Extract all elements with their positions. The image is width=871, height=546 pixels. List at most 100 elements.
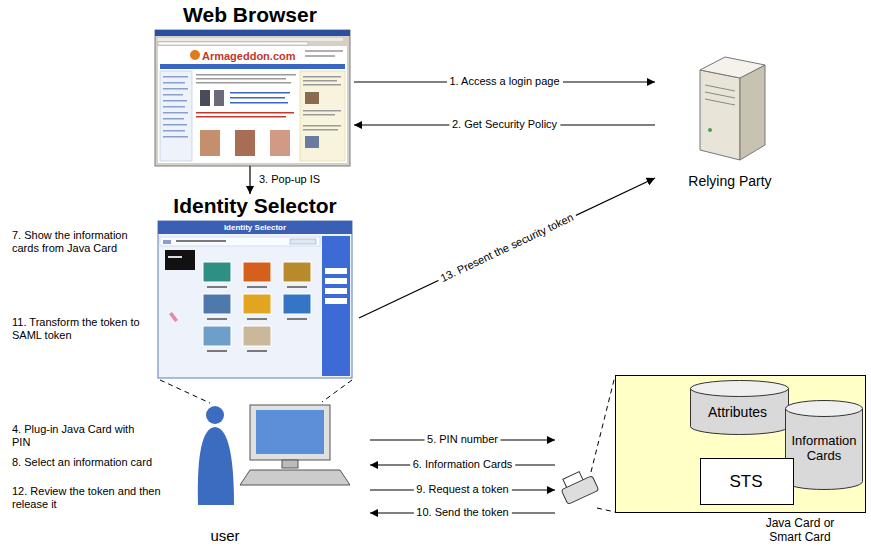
cylinder-top	[691, 381, 789, 397]
browser-screenshot	[155, 30, 350, 166]
browser-screenshot	[163, 82, 185, 84]
step-note: 4. Plug-in Java Card with PIN	[12, 423, 152, 449]
identity-selector-screenshot	[247, 318, 267, 320]
identity-selector-screenshot	[176, 240, 226, 242]
server-icon	[705, 85, 735, 91]
browser-screenshot	[303, 125, 341, 127]
step-label: 9. Request a token	[413, 483, 511, 496]
database-cylinder: Information Cards	[785, 400, 863, 490]
browser-screenshot	[200, 130, 220, 156]
zoom-dashed-line	[160, 380, 210, 403]
server-icon	[708, 128, 712, 132]
computer-icon	[256, 410, 324, 454]
identity-selector-screenshot	[325, 288, 347, 294]
step-note: 11. Transform the token to SAML token	[12, 316, 147, 342]
step-label: 10. Send the token	[413, 506, 511, 519]
browser-screenshot	[163, 118, 184, 120]
identity-selector-screenshot	[158, 221, 352, 378]
node-label: Java Card or Smart Card	[755, 517, 845, 545]
computer-icon	[250, 405, 330, 460]
identity-selector-screenshot	[247, 350, 267, 352]
identity-selector-screenshot	[283, 262, 311, 282]
smart-card-node: Java Card or Smart Card AttributesInforma…	[555, 372, 869, 546]
user-figure	[198, 406, 234, 505]
identity-selector-screenshot	[165, 250, 195, 270]
identity-selector-screenshot	[322, 236, 350, 376]
browser-screenshot	[163, 112, 188, 114]
screen-text: Identity Selector	[155, 223, 355, 232]
step-note: 7. Show the information cards from Java …	[12, 229, 147, 255]
browser-screenshot	[303, 114, 335, 116]
identity-selector-screenshot	[243, 294, 271, 314]
browser-screenshot	[230, 102, 288, 104]
browser-screenshot	[196, 74, 296, 76]
step-label: 2. Get Security Policy	[449, 118, 560, 131]
step-label: 13. Present the security token	[436, 210, 579, 287]
browser-screenshot	[163, 106, 185, 108]
browser-screenshot	[214, 90, 224, 106]
identity-selector-window: Identity SelectorIdentity Selector	[155, 194, 359, 380]
browser-screenshot	[305, 92, 319, 104]
computer-icon	[240, 470, 350, 485]
server-icon	[740, 65, 765, 160]
browser-screenshot	[163, 130, 185, 132]
zoom-dashed-line	[591, 376, 615, 472]
browser-screenshot	[196, 78, 286, 80]
card-reader-icon	[557, 467, 598, 504]
identity-selector-screenshot	[325, 268, 347, 274]
step-label: 5. PIN number	[424, 433, 501, 446]
sts-box: STS	[700, 458, 794, 505]
browser-screenshot	[303, 110, 341, 112]
flow-arrow	[359, 178, 655, 318]
browser-screenshot	[163, 100, 187, 102]
browser-window: Web BrowserArmageddon.com	[150, 3, 354, 166]
browser-screenshot	[305, 55, 335, 57]
node-label: Web Browser	[150, 3, 350, 27]
browser-screenshot	[163, 124, 187, 126]
browser-screenshot	[230, 92, 290, 94]
identity-selector-screenshot	[325, 278, 347, 284]
identity-selector-screenshot	[207, 286, 227, 288]
user-figure	[198, 427, 234, 505]
card-reader-icon	[561, 476, 599, 505]
browser-screenshot	[196, 112, 294, 114]
user-figure	[206, 406, 224, 424]
identity-selector-screenshot	[287, 318, 307, 320]
browser-screenshot	[163, 136, 188, 138]
identity-selector-screenshot	[163, 240, 171, 244]
browser-screenshot	[196, 82, 291, 84]
browser-screenshot	[303, 84, 341, 86]
user-node: user	[195, 395, 370, 546]
identity-selector-screenshot	[287, 286, 307, 288]
identity-selector-screenshot	[207, 318, 227, 320]
computer-icon	[240, 405, 350, 485]
smart-card-box	[616, 376, 866, 513]
step-note: 12. Review the token and then release it	[12, 485, 190, 511]
node-label: Attributes	[690, 404, 785, 420]
browser-screenshot	[163, 94, 183, 96]
browser-screenshot	[303, 76, 341, 78]
step-note: 8. Select an information card	[12, 456, 187, 469]
node-label: Relying Party	[655, 173, 805, 189]
browser-screenshot	[155, 30, 350, 36]
node-label: user	[195, 527, 255, 544]
identity-selector-screenshot	[283, 294, 311, 314]
identity-selector-screenshot	[325, 298, 347, 304]
browser-screenshot	[230, 97, 285, 99]
browser-screenshot	[200, 90, 210, 106]
identity-selector-screenshot	[243, 326, 271, 346]
server-icon	[700, 70, 740, 160]
database-cylinder: Attributes	[690, 380, 789, 435]
server-icon	[700, 57, 765, 78]
browser-screenshot	[303, 80, 337, 82]
zoom-dashed-line	[322, 380, 352, 402]
flow-arrow	[249, 166, 250, 194]
identity-selector-screenshot	[290, 239, 316, 244]
browser-screenshot	[196, 116, 286, 118]
identity-selector-screenshot	[247, 286, 267, 288]
identity-selector-screenshot	[158, 221, 352, 378]
identity-selector-screenshot	[203, 294, 231, 314]
browser-screenshot	[190, 50, 200, 60]
server-icon	[705, 99, 735, 105]
